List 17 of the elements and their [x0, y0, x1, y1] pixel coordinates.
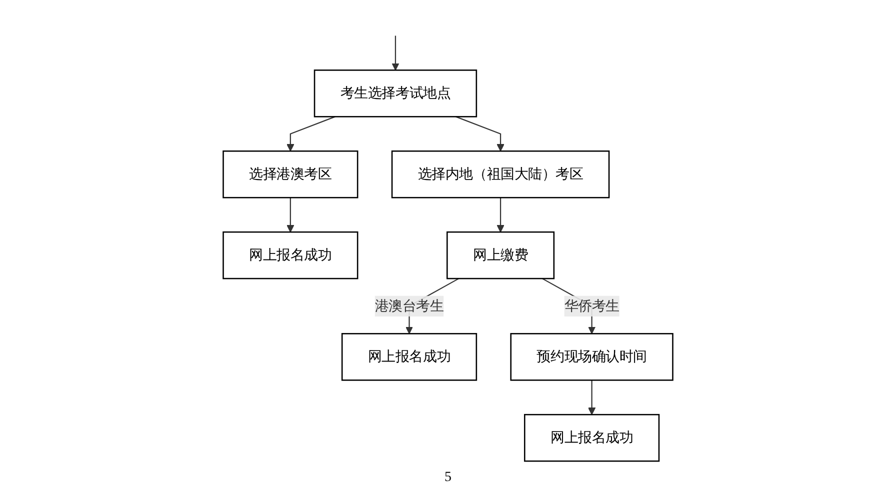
node-box: 网上报名成功	[341, 332, 478, 380]
arrow	[286, 116, 336, 151]
node-box: 考生选择考试地点	[314, 69, 478, 117]
node-box: 选择港澳考区	[222, 150, 358, 198]
node-box: 预约现场确认时间	[510, 332, 674, 380]
edge-label: 港澳台考生	[374, 297, 444, 314]
arrow	[392, 35, 400, 70]
node-box: 网上缴费	[446, 230, 555, 279]
arrow	[496, 197, 504, 232]
edge-label: 华侨考生	[564, 297, 620, 314]
node-box: 选择内地（祖国大陆）考区	[391, 150, 610, 198]
arrow	[286, 197, 294, 232]
page-number: 5	[444, 470, 452, 485]
arrow	[456, 116, 504, 151]
arrow	[588, 380, 596, 414]
node-box: 网上报名成功	[222, 230, 358, 279]
node-box: 网上报名成功	[524, 413, 660, 462]
